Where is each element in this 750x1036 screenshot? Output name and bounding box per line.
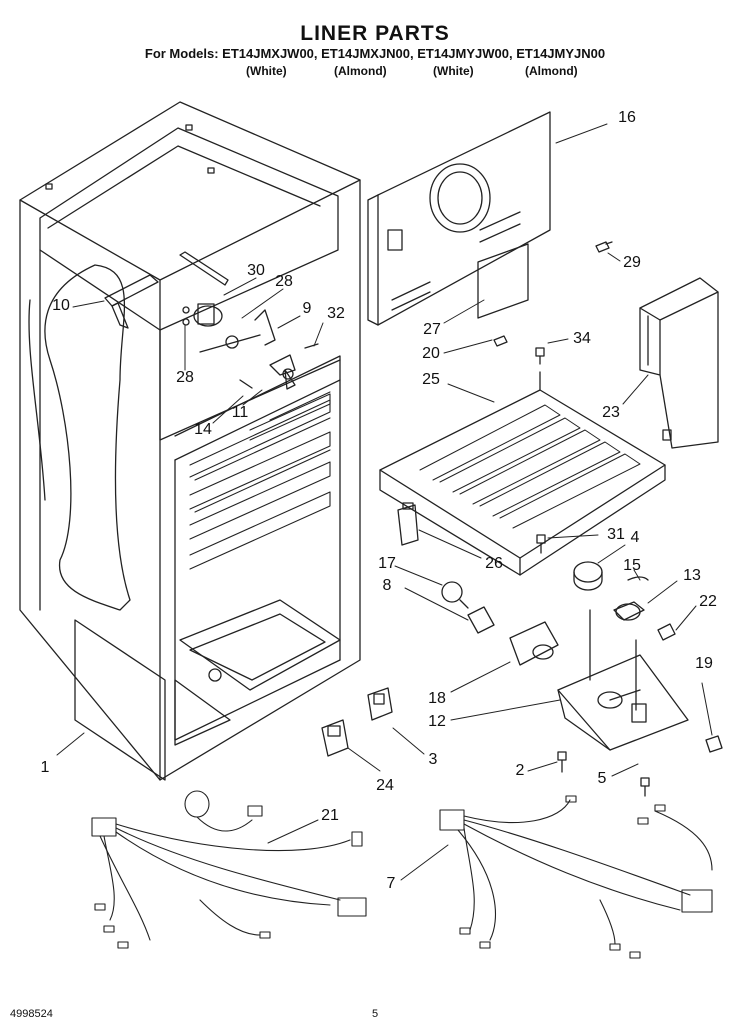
callout-label: 13 xyxy=(683,567,701,584)
page-number: 5 xyxy=(372,1008,379,1020)
callout-label: 28 xyxy=(275,273,293,290)
callout-label: 19 xyxy=(695,655,713,672)
callout-label: 1 xyxy=(40,759,50,776)
finish-label: (White) xyxy=(246,64,287,78)
model-list: For Models: ET14JMXJW00, ET14JMXJN00, ET… xyxy=(144,46,606,61)
finish-label: (Almond) xyxy=(525,64,578,78)
part-number: 4998524 xyxy=(10,1008,53,1020)
callout-label: 3 xyxy=(428,751,438,768)
diagram-title: LINER PARTS xyxy=(300,22,450,45)
callout-label: 29 xyxy=(623,254,641,271)
callout-label: 22 xyxy=(699,593,717,610)
callout-label: 17 xyxy=(378,555,396,572)
callout-label: 24 xyxy=(376,777,394,794)
callout-label: 10 xyxy=(52,297,70,314)
callout-label: 5 xyxy=(597,770,607,787)
callout-label: 27 xyxy=(423,321,441,338)
liner-cabinet xyxy=(19,101,361,781)
callout-label: 28 xyxy=(176,369,194,386)
callout-label: 16 xyxy=(618,109,636,126)
callout-label: 2 xyxy=(515,762,525,779)
callout-label: 9 xyxy=(302,300,312,317)
callout-label: 11 xyxy=(231,404,249,421)
callout-label: 26 xyxy=(485,555,503,572)
callout-label: 15 xyxy=(623,557,641,574)
wire-harnesses xyxy=(91,790,713,959)
callout-label: 25 xyxy=(422,371,440,388)
callout-label: 14 xyxy=(194,421,212,438)
callout-label: 21 xyxy=(321,807,339,824)
evaporator-shelf xyxy=(379,371,666,576)
finish-label: (White) xyxy=(433,64,474,78)
finish-label: (Almond) xyxy=(334,64,387,78)
leader-lines xyxy=(56,123,713,881)
callout-label: 20 xyxy=(422,345,440,362)
light-and-control-parts xyxy=(321,502,723,757)
air-duct xyxy=(639,277,719,449)
screws xyxy=(493,241,650,797)
evaporator-cover xyxy=(367,111,551,326)
callout-label: 23 xyxy=(602,404,620,421)
callout-label: 34 xyxy=(573,330,591,347)
control-parts xyxy=(104,251,319,390)
callout-label: 18 xyxy=(428,690,446,707)
callout-label: 7 xyxy=(386,875,396,892)
callout-label: 4 xyxy=(630,529,640,546)
callout-label: 31 xyxy=(607,526,625,543)
callout-label: 12 xyxy=(428,713,446,730)
callout-label: 32 xyxy=(327,305,345,322)
callout-label: 8 xyxy=(382,577,392,594)
callout-label: 30 xyxy=(247,262,265,279)
